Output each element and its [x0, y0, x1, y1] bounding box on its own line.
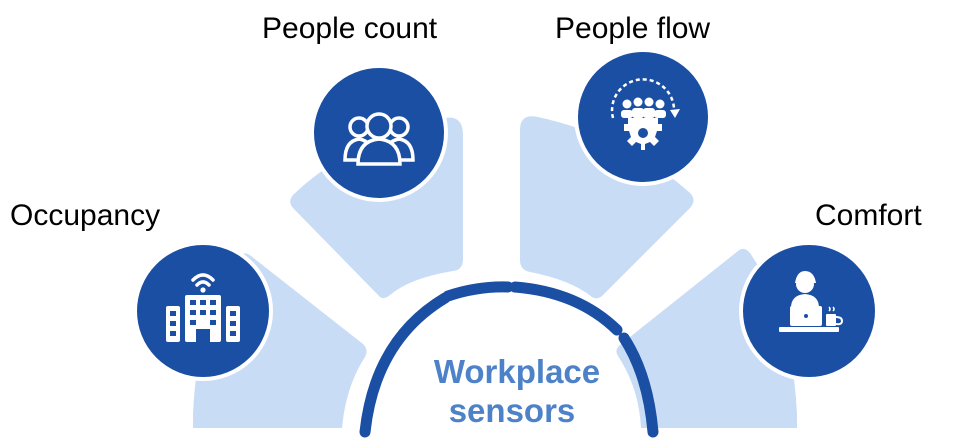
label-occupancy: Occupancy — [10, 199, 160, 232]
person-at-desk-coffee-icon — [779, 271, 844, 332]
circle-occupancy — [133, 241, 273, 381]
office-building-wifi-icon — [166, 273, 240, 342]
center-arc — [359, 281, 659, 438]
label-people-flow: People flow — [555, 12, 710, 45]
label-people-count: People count — [262, 12, 438, 45]
circle-people-flow — [574, 48, 712, 186]
center-arc-top-right — [509, 281, 623, 336]
circle-comfort — [739, 241, 879, 381]
center-title-line1: Workplace — [434, 353, 600, 390]
people-flow-gear-icon — [610, 78, 680, 150]
circle-people-count — [310, 64, 448, 202]
center-arc-top-left — [442, 281, 514, 302]
center-title-line2: sensors — [449, 392, 576, 429]
center-arc-right — [618, 332, 659, 438]
people-group-icon — [343, 112, 415, 166]
center-arc-left — [359, 292, 451, 438]
label-comfort: Comfort — [815, 199, 922, 232]
segment-people-flow — [520, 116, 694, 299]
